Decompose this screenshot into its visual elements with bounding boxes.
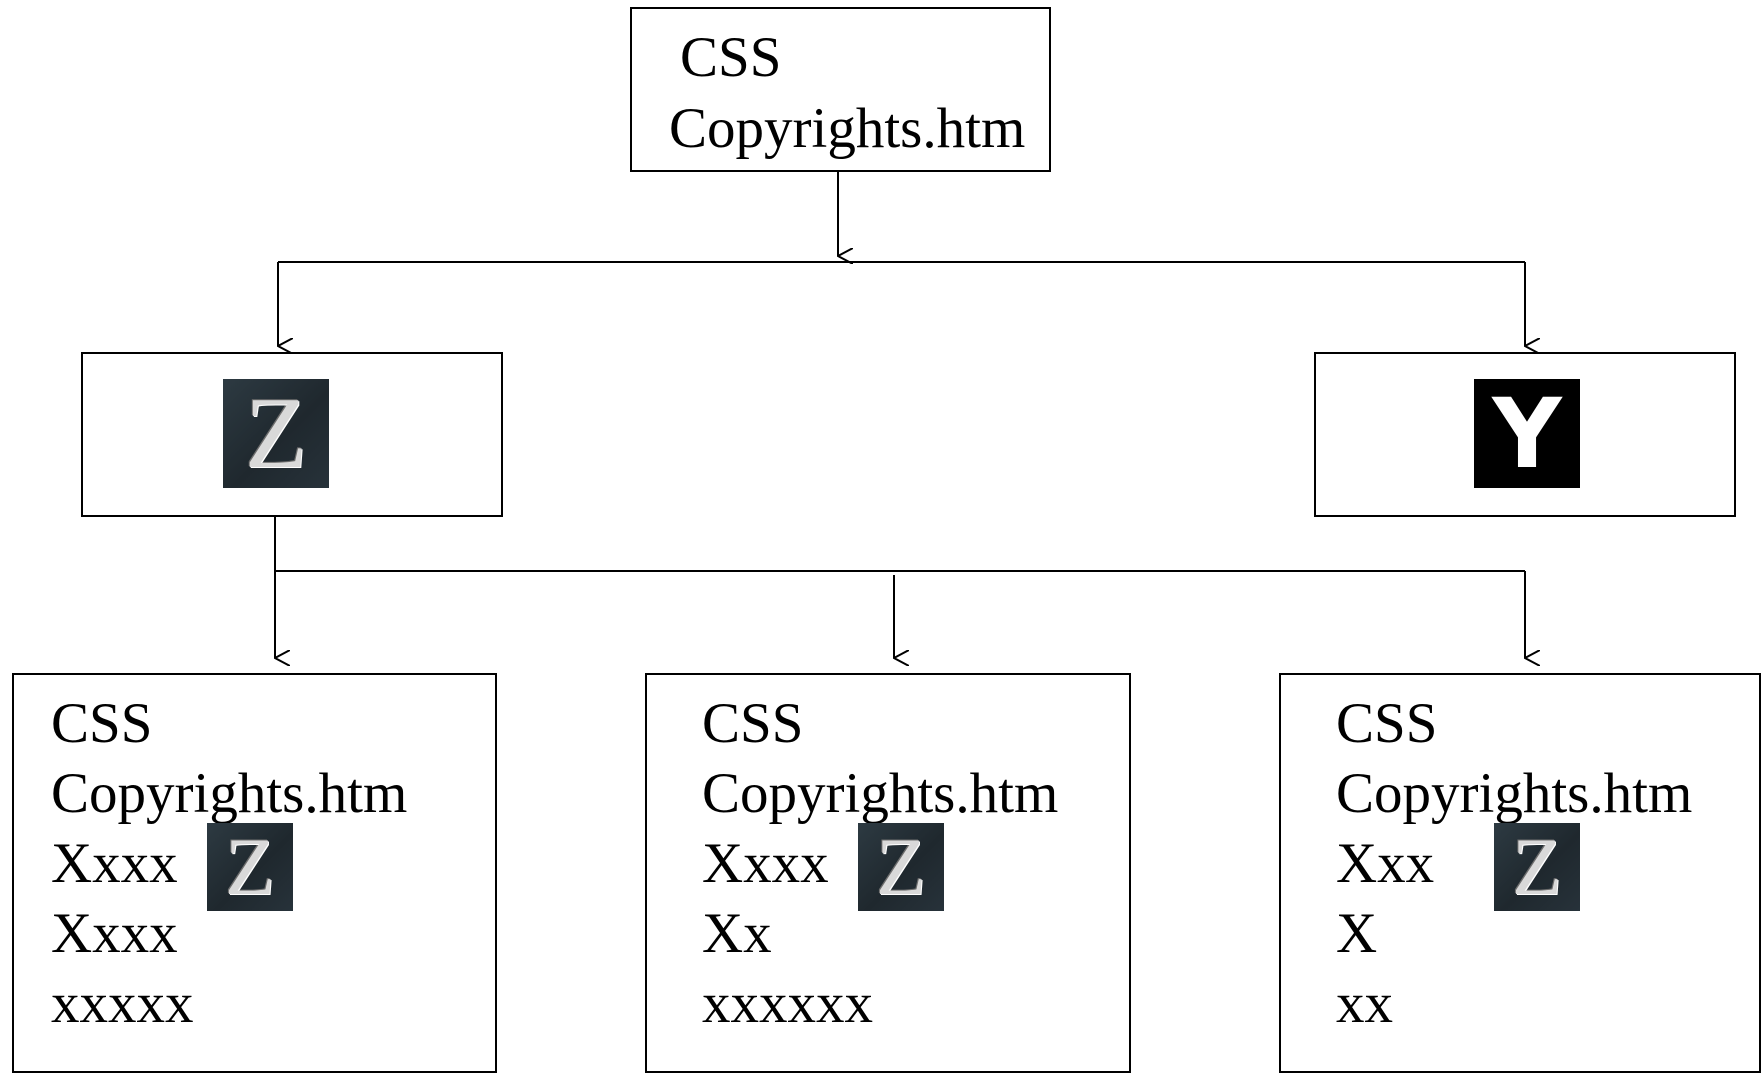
child-3-line-2: Copyrights.htm — [1336, 762, 1693, 825]
child-1-line-2: Copyrights.htm — [51, 762, 408, 825]
child-1-line-3: Xxxx — [51, 832, 178, 895]
child-2-line-5: xxxxxx — [702, 972, 873, 1035]
child-2-line-1: CSS — [702, 692, 804, 755]
child-2-line-3: Xxxx — [702, 832, 829, 895]
child-2-line-2: Copyrights.htm — [702, 762, 1059, 825]
child-3-line-1: CSS — [1336, 692, 1438, 755]
child-1-line-4: Xxxx — [51, 902, 178, 965]
z-logo-letter: Z — [1511, 823, 1563, 911]
root-line-2: Copyrights.htm — [669, 97, 1026, 160]
child-node-1: CSS Copyrights.htm Xxxx Z Xxxx xxxxx — [12, 673, 497, 1073]
z-logo: Z — [223, 379, 329, 488]
z-node: Z — [81, 352, 503, 517]
child-node-3: CSS Copyrights.htm Xxx Z X xx — [1279, 673, 1761, 1073]
child-3-line-3: Xxx — [1336, 832, 1435, 895]
child-3-line-4: X — [1336, 902, 1378, 965]
root-line-1: CSS — [680, 26, 782, 89]
z-logo: Z — [207, 823, 293, 911]
child-1-line-1: CSS — [51, 692, 153, 755]
child-3-line-5: xx — [1336, 972, 1393, 1035]
z-logo-letter: Z — [244, 379, 308, 488]
z-logo-letter: Z — [224, 823, 276, 911]
root-node: CSS Copyrights.htm — [630, 7, 1051, 172]
z-logo-letter: Z — [875, 823, 927, 911]
z-logo: Z — [858, 823, 944, 911]
y-logo-letter: Y — [1492, 377, 1562, 490]
z-logo: Z — [1494, 823, 1580, 911]
child-1-line-5: xxxxx — [51, 972, 194, 1035]
child-2-line-4: Xx — [702, 902, 772, 965]
child-node-2: CSS Copyrights.htm Xxxx Z Xx xxxxxx — [645, 673, 1131, 1073]
y-logo: Y — [1474, 379, 1580, 488]
y-node: Y — [1314, 352, 1736, 517]
